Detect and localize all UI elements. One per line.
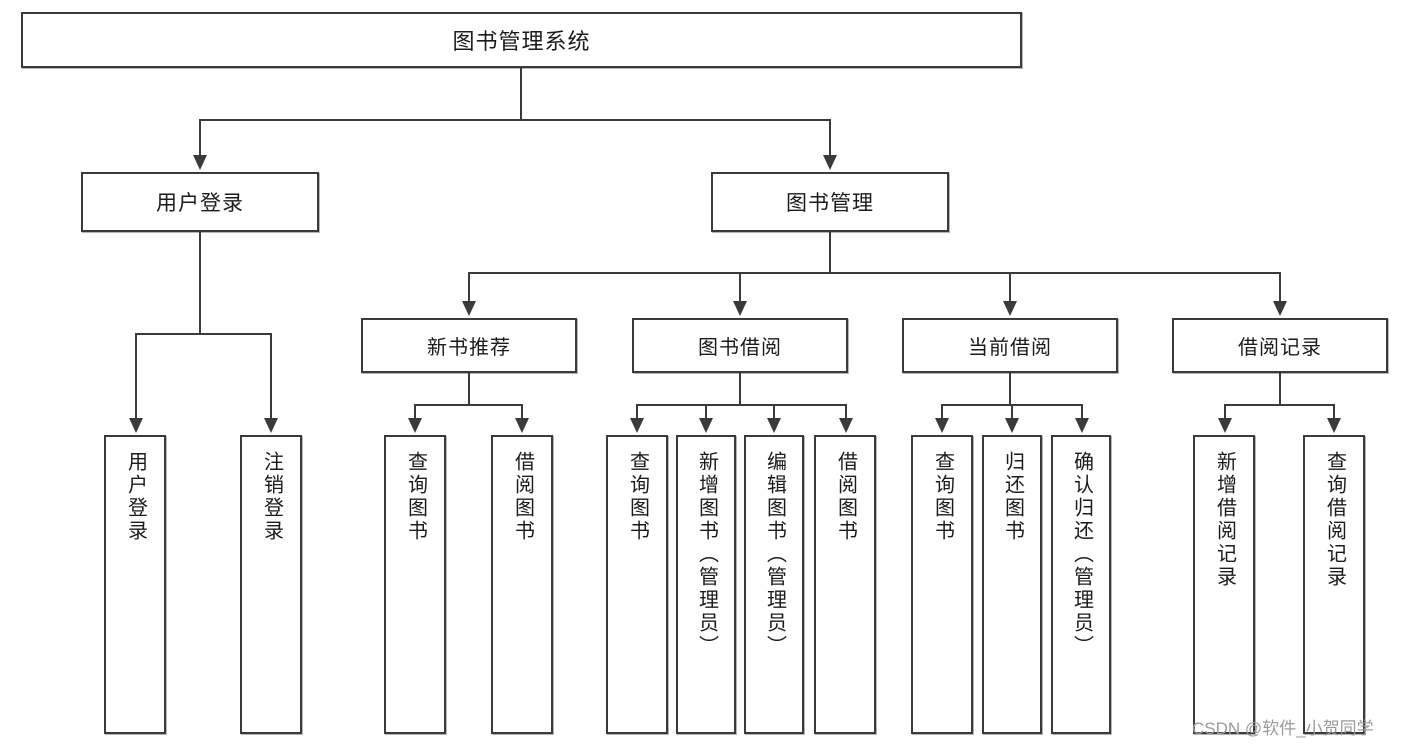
connector-book-borrow-to-leaf-1 [636, 404, 638, 420]
node-label: 注销登录 [260, 451, 283, 543]
node-leaf-logout[interactable]: 注销登录 [240, 435, 302, 734]
connector-user-login-to-leaf-2 [270, 333, 272, 419]
arrowhead-to-leaf-borrow-book-1 [515, 418, 529, 433]
node-new-book-recommendation[interactable]: 新书推荐 [361, 318, 577, 373]
connector-book-borrow-stem [739, 373, 741, 405]
node-book-management[interactable]: 图书管理 [711, 172, 949, 232]
csdn-watermark: CSDN @软件_小贺同学 [1192, 719, 1374, 738]
arrowhead-to-leaf-query-record [1327, 418, 1341, 433]
connector-user-login-stem [199, 232, 201, 334]
connector-book-manage-to-borrow-record [1279, 272, 1281, 302]
connector-current-borrow-to-leaf-3 [1081, 404, 1083, 420]
arrowhead-to-book-borrow [733, 301, 747, 316]
node-label: 用户登录 [124, 451, 147, 543]
arrowhead-to-new-book-rec [462, 301, 476, 316]
arrowhead-to-leaf-query-book-2 [630, 418, 644, 433]
arrowhead-to-leaf-edit-book [767, 418, 781, 433]
node-leaf-borrow-book-2[interactable]: 借阅图书 [814, 435, 876, 734]
node-book-borrow[interactable]: 图书借阅 [632, 318, 848, 373]
node-root-book-management-system[interactable]: 图书管理系统 [21, 12, 1022, 68]
connector-root-to-book-manage [829, 119, 831, 157]
node-leaf-query-record[interactable]: 查询借阅记录 [1303, 435, 1365, 734]
node-label: 查询图书 [931, 451, 954, 543]
connector-book-borrow-bus [636, 404, 847, 406]
node-label: 查询图书 [404, 451, 427, 543]
connector-book-borrow-to-leaf-3 [773, 404, 775, 420]
connector-root-to-user-login [199, 119, 201, 157]
node-label: 查询借阅记录 [1323, 451, 1346, 589]
node-label: 图书管理系统 [452, 29, 591, 54]
arrowhead-to-leaf-confirm-return [1075, 418, 1089, 433]
connector-borrow-record-to-leaf-1 [1224, 404, 1226, 420]
connector-root-stem [520, 68, 522, 120]
connector-new-book-rec-bus [414, 404, 523, 406]
arrowhead-to-leaf-query-book-3 [935, 418, 949, 433]
connector-borrow-record-to-leaf-2 [1333, 404, 1335, 420]
node-leaf-edit-book[interactable]: 编辑图书（管理员） [744, 435, 804, 734]
node-label: 用户登录 [156, 192, 244, 215]
connector-book-manage-to-book-borrow [739, 272, 741, 302]
arrowhead-to-current-borrow [1003, 301, 1017, 316]
arrowhead-to-leaf-add-record [1218, 418, 1232, 433]
connector-new-book-rec-to-leaf-2 [521, 404, 523, 420]
connector-borrow-record-stem [1279, 373, 1281, 405]
node-current-borrow[interactable]: 当前借阅 [902, 318, 1118, 373]
node-leaf-return-book[interactable]: 归还图书 [982, 435, 1042, 734]
arrowhead-to-leaf-user-login [129, 418, 143, 433]
connector-new-book-rec-stem [468, 373, 470, 405]
node-label: 借阅记录 [1238, 337, 1322, 359]
connector-book-manage-to-new-book-rec [468, 272, 470, 302]
connector-current-borrow-stem [1009, 373, 1011, 405]
node-borrow-record[interactable]: 借阅记录 [1172, 318, 1388, 373]
arrowhead-to-borrow-record [1273, 301, 1287, 316]
node-label: 借阅图书 [511, 451, 534, 543]
connector-root-bus [199, 119, 831, 121]
connector-book-manage-stem [829, 232, 831, 273]
connector-user-login-to-leaf-1 [135, 333, 137, 419]
node-user-login[interactable]: 用户登录 [81, 172, 319, 232]
arrowhead-to-user-login [193, 155, 207, 170]
node-label: 借阅图书 [834, 451, 857, 543]
connector-book-manage-to-current-borrow [1009, 272, 1011, 302]
connector-user-login-bus [135, 333, 271, 335]
node-label: 编辑图书（管理员） [763, 451, 786, 658]
node-leaf-query-book-1[interactable]: 查询图书 [384, 435, 446, 734]
connector-current-borrow-to-leaf-1 [941, 404, 943, 420]
node-label: 查询图书 [626, 451, 649, 543]
node-label: 归还图书 [1001, 451, 1024, 543]
node-leaf-add-record[interactable]: 新增借阅记录 [1193, 435, 1255, 734]
arrowhead-to-leaf-logout [264, 418, 278, 433]
node-label: 图书借阅 [698, 337, 782, 359]
node-label: 新书推荐 [427, 337, 511, 359]
connector-book-manage-bus [468, 272, 1279, 274]
node-leaf-query-book-3[interactable]: 查询图书 [911, 435, 973, 734]
arrowhead-to-leaf-return-book [1005, 418, 1019, 433]
arrowhead-to-leaf-query-book-1 [408, 418, 422, 433]
connector-new-book-rec-to-leaf-1 [414, 404, 416, 420]
node-leaf-user-login[interactable]: 用户登录 [104, 435, 166, 734]
arrowhead-to-leaf-add-book [699, 418, 713, 433]
node-leaf-query-book-2[interactable]: 查询图书 [606, 435, 668, 734]
arrowhead-to-book-manage [823, 155, 837, 170]
node-label: 图书管理 [786, 192, 874, 215]
node-leaf-add-book[interactable]: 新增图书（管理员） [676, 435, 736, 734]
node-label: 新增借阅记录 [1213, 451, 1236, 589]
node-label: 当前借阅 [968, 337, 1052, 359]
node-leaf-borrow-book-1[interactable]: 借阅图书 [491, 435, 553, 734]
connector-current-borrow-to-leaf-2 [1011, 404, 1013, 420]
connector-book-borrow-to-leaf-4 [845, 404, 847, 420]
connector-book-borrow-to-leaf-2 [705, 404, 707, 420]
node-label: 新增图书（管理员） [695, 451, 718, 658]
node-label: 确认归还（管理员） [1070, 451, 1093, 658]
arrowhead-to-leaf-borrow-book-2 [839, 418, 853, 433]
connector-borrow-record-bus [1224, 404, 1335, 406]
node-leaf-confirm-return[interactable]: 确认归还（管理员） [1051, 435, 1111, 734]
